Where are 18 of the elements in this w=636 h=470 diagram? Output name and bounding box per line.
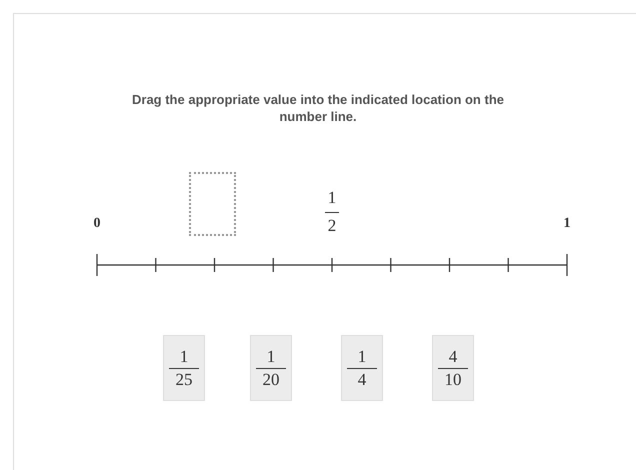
denominator: 20 (262, 370, 280, 390)
fraction-tile (341, 335, 383, 401)
numerator: 1 (180, 346, 188, 366)
denominator: 25 (176, 370, 192, 390)
numerator: 4 (448, 346, 458, 366)
numerator: 1 (358, 346, 366, 366)
drop-target-field (189, 172, 236, 236)
tick-label: 1 (564, 216, 570, 232)
tick-label: 0 (94, 216, 100, 232)
fraction-numerator: 1 (328, 188, 336, 208)
fraction-tile (163, 335, 205, 401)
denominator: 10 (444, 370, 462, 390)
fraction-denominator: 2 (328, 216, 336, 236)
fraction-tile (432, 335, 474, 401)
numerator: 1 (266, 346, 276, 366)
fraction-tile (250, 335, 292, 401)
denominator: 4 (358, 370, 366, 390)
instruction-text: Drag the appropriate value into the indicated location on the number line. (131, 91, 505, 125)
